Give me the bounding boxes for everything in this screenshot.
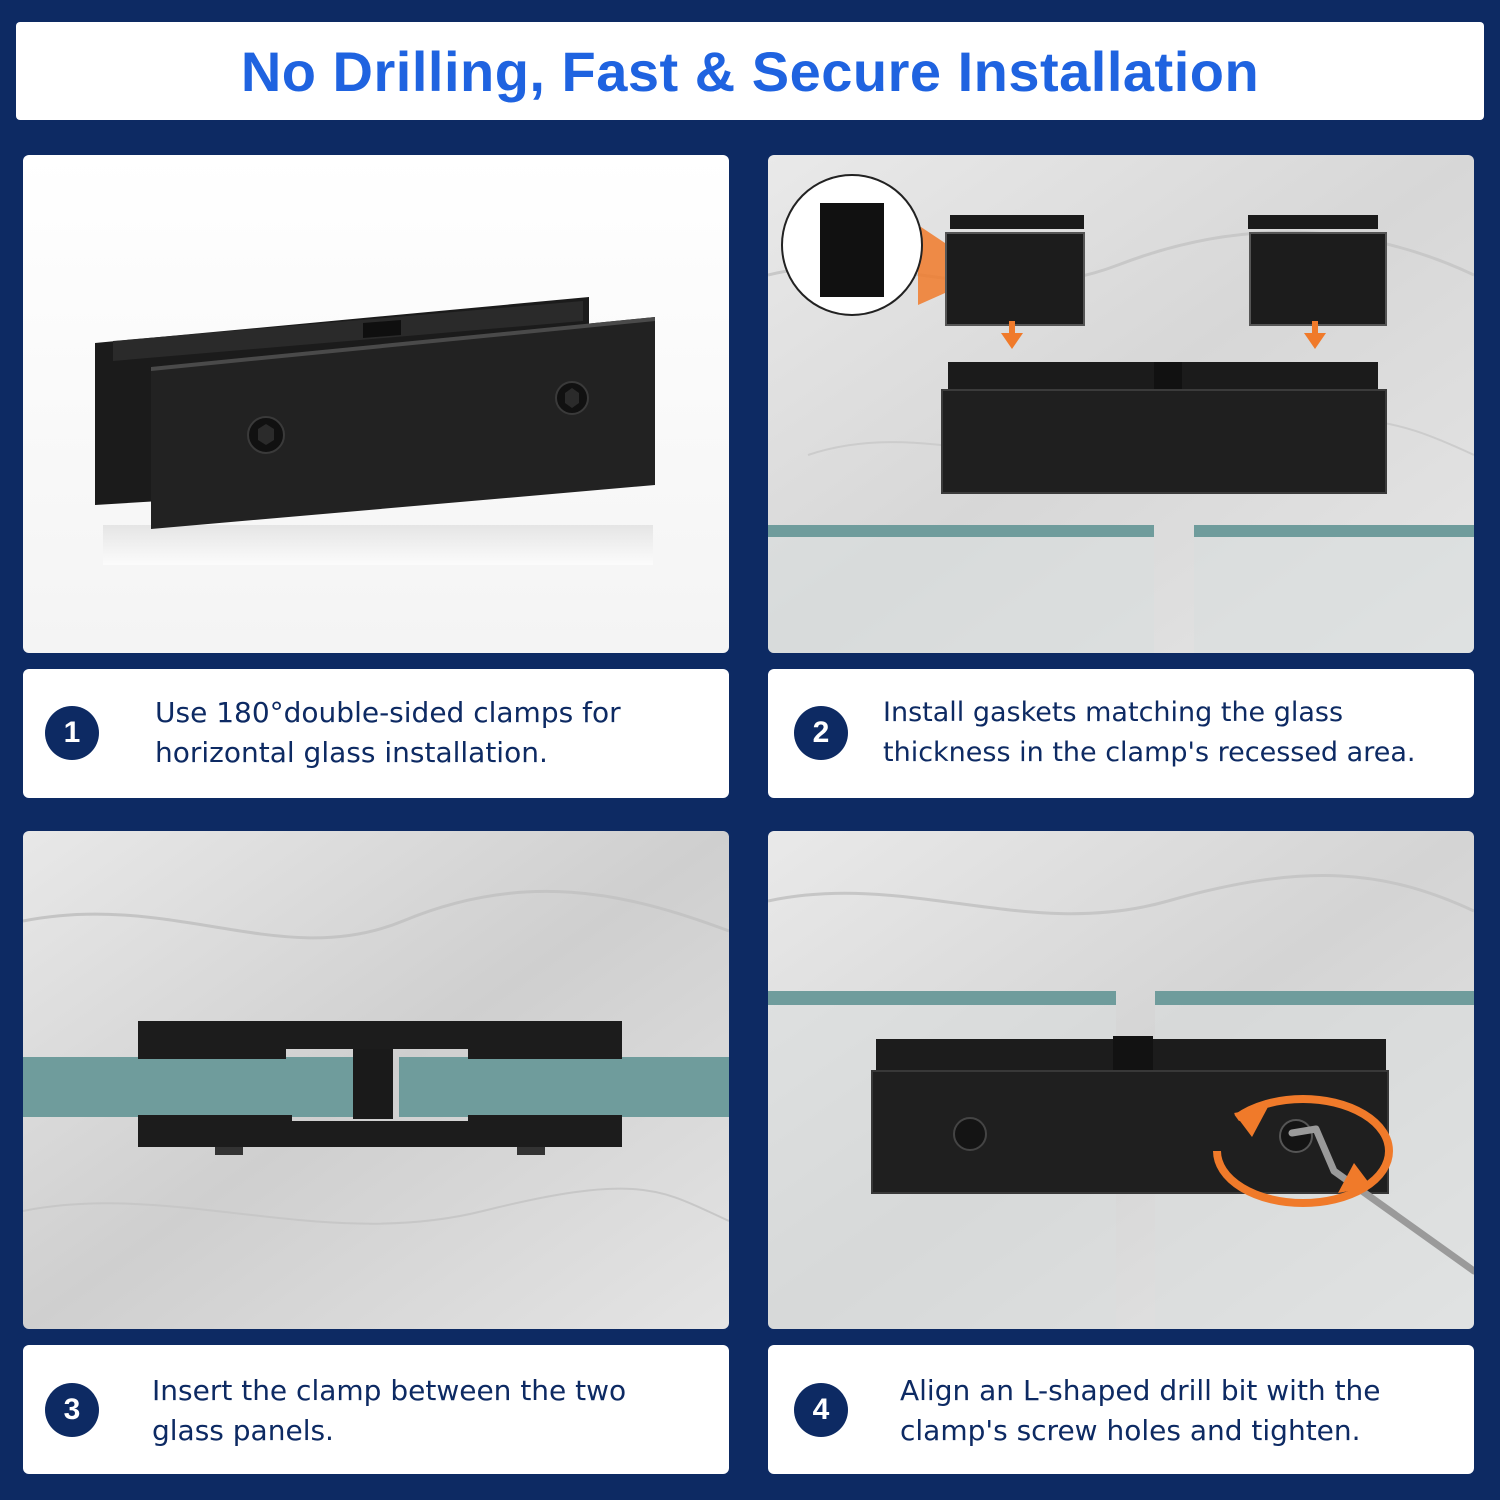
step-1-caption: 1 Use 180°double-sided clamps for horizo… [23,669,729,798]
step-3-caption: 3 Insert the clamp between the two glass… [23,1345,729,1474]
step-number-badge: 4 [794,1383,848,1437]
step-4-text: Align an L-shaped drill bit with the cla… [900,1374,1381,1447]
gasket-install-image [768,155,1474,653]
step-number-badge: 3 [45,1383,99,1437]
clamp-between-glass-image [23,831,729,1329]
clamp-product-image [23,155,729,653]
page-title: No Drilling, Fast & Secure Installation [240,39,1260,103]
step-2-caption: 2 Install gaskets matching the glass thi… [768,669,1474,798]
step-3-text: Insert the clamp between the two glass p… [152,1374,627,1447]
step-number-badge: 1 [45,706,99,760]
step-1-text: Use 180°double-sided clamps for horizont… [155,696,621,769]
header-banner: No Drilling, Fast & Secure Installation [16,22,1484,120]
tighten-screw-image [768,831,1474,1329]
step-number-badge: 2 [794,706,848,760]
step-2-text: Install gaskets matching the glass thick… [883,697,1416,768]
step-4-caption: 4 Align an L-shaped drill bit with the c… [768,1345,1474,1474]
